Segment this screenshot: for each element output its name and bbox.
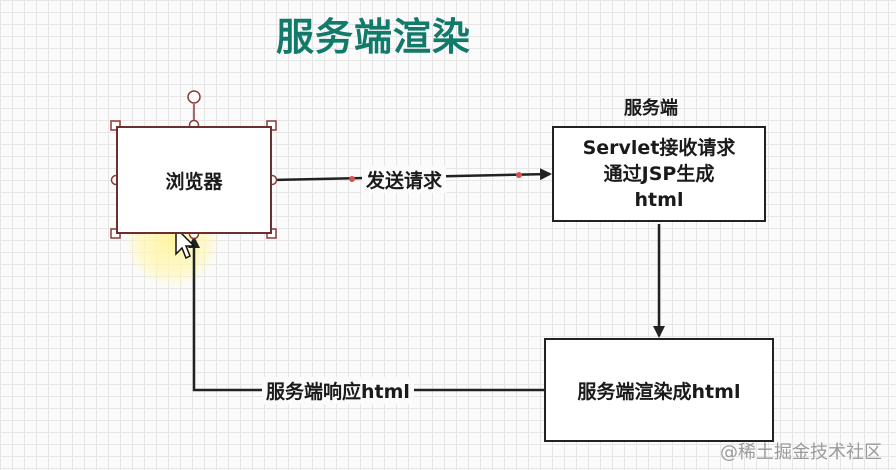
server-caption: 服务端 <box>624 98 678 119</box>
render-node[interactable]: 服务端渲染成html <box>544 338 774 442</box>
render-node-label: 服务端渲染成html <box>577 380 741 403</box>
server-node-line-1: Servlet接收请求 <box>582 137 736 159</box>
rotate-handle <box>187 90 201 104</box>
diagram-title: 服务端渲染 <box>276 15 472 59</box>
server-node-line-2: 通过JSP生成 <box>603 163 715 185</box>
browser-node[interactable]: 浏览器 <box>116 126 272 234</box>
response-edge-label: 服务端响应html <box>262 377 414 404</box>
request-edge-label: 发送请求 <box>362 166 447 193</box>
browser-node-label: 浏览器 <box>165 170 223 193</box>
server-node[interactable]: Servlet接收请求 通过JSP生成 html <box>552 126 766 222</box>
request-edge-waypoint-2 <box>516 172 522 178</box>
response-edge <box>188 236 544 392</box>
server-node-line-3: html <box>634 189 684 211</box>
mouse-cursor-icon <box>175 226 196 260</box>
watermark: @稀土掘金技术社区 <box>720 442 882 463</box>
resize-handle-nw <box>110 120 121 131</box>
request-edge-waypoint <box>349 176 355 182</box>
